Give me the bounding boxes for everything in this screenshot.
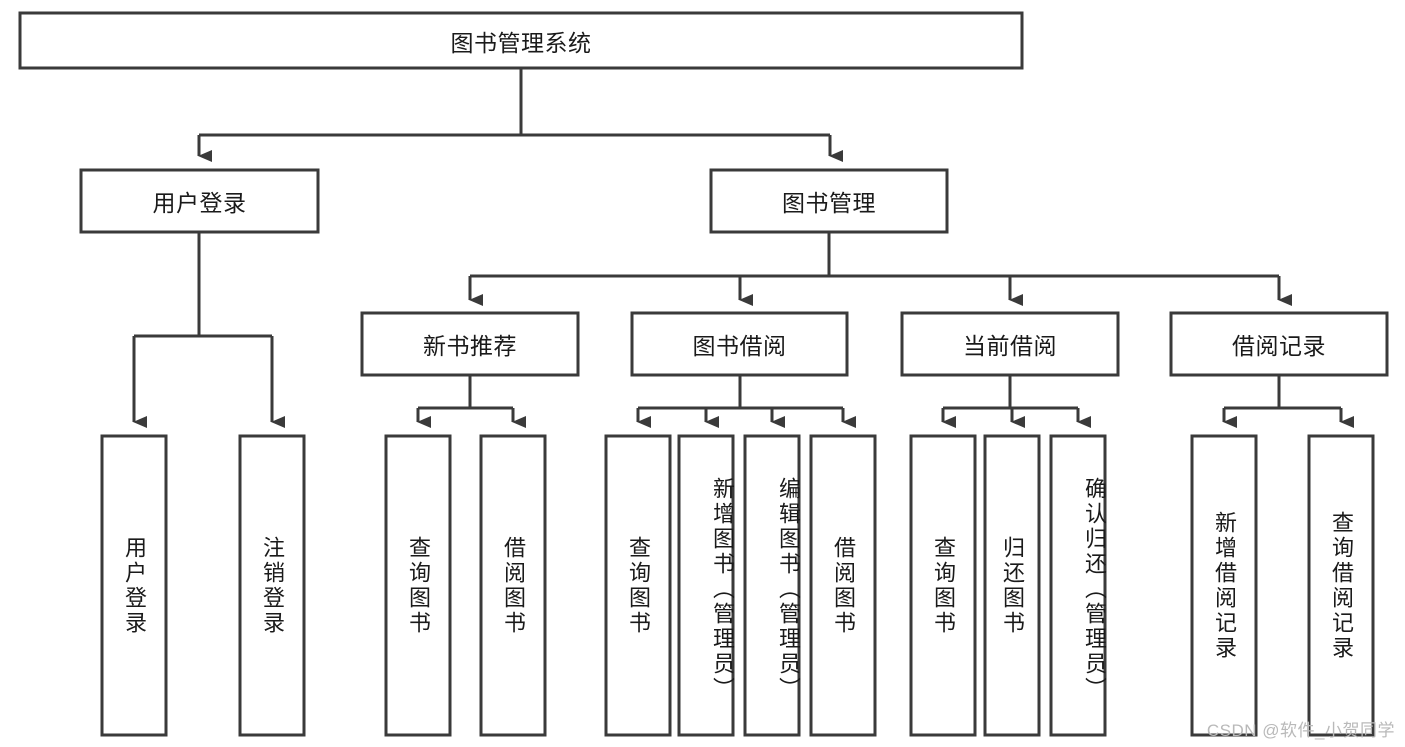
node-box-book-borrow[interactable]: [630, 311, 849, 377]
node-box-root[interactable]: [18, 11, 1024, 70]
leaf-box-borrow-book-2[interactable]: [809, 434, 877, 737]
leaf-box-return-book[interactable]: [983, 434, 1041, 737]
leaf-box-add-book[interactable]: [677, 434, 735, 737]
node-box-book-manage[interactable]: [709, 168, 949, 234]
node-box-current-borrow[interactable]: [900, 311, 1120, 377]
leaf-box-query-book-3[interactable]: [909, 434, 977, 737]
connector-borrow-record-to-leaves: [1222, 375, 1354, 428]
connector-book-borrow-to-leaves: [636, 375, 856, 428]
connector-new-book-recommend-to-leaves: [416, 375, 526, 428]
leaf-box-add-record[interactable]: [1190, 434, 1258, 737]
leaf-box-borrow-book-1[interactable]: [479, 434, 547, 737]
connector-book-manage-to-level3: [468, 232, 1292, 306]
csdn-watermark: CSDN @软件_小贺同学: [1206, 721, 1395, 740]
leaf-box-edit-book[interactable]: [743, 434, 801, 737]
leaf-box-user-login[interactable]: [100, 434, 168, 737]
connector-user-login-to-leaves: [132, 232, 285, 428]
leaf-box-confirm-return[interactable]: [1049, 434, 1107, 737]
node-box-user-login[interactable]: [79, 168, 320, 234]
connector-root-to-level2: [197, 68, 843, 162]
node-box-borrow-record[interactable]: [1169, 311, 1389, 377]
leaf-box-user-logout[interactable]: [238, 434, 306, 737]
leaf-box-query-book-1[interactable]: [384, 434, 452, 737]
leaf-box-query-book-2[interactable]: [604, 434, 672, 737]
node-box-new-book-recommend[interactable]: [360, 311, 580, 377]
leaf-box-query-record[interactable]: [1307, 434, 1375, 737]
connector-current-borrow-to-leaves: [941, 375, 1091, 428]
